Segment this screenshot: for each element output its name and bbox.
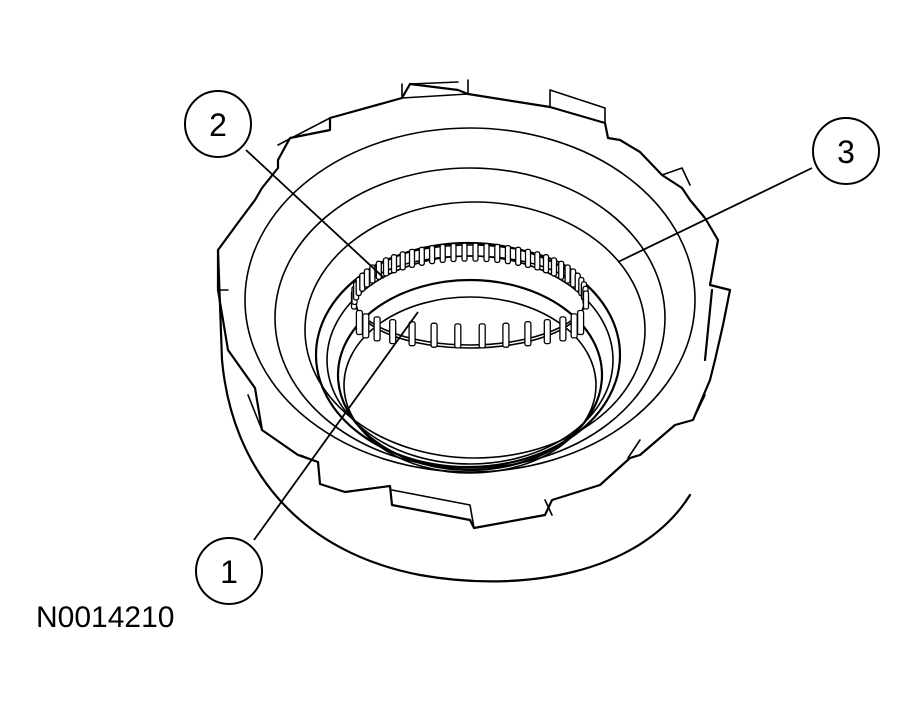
needle-roller — [543, 318, 551, 345]
needle-roller — [408, 321, 416, 347]
needle-roller — [418, 246, 425, 266]
needle-roller — [472, 242, 479, 262]
drum-castellated-rim — [216, 79, 732, 530]
needle-roller — [582, 290, 590, 310]
drum-outer-shell — [216, 248, 714, 583]
needle-roller — [363, 268, 371, 288]
needle-roller — [478, 323, 486, 349]
callout-2: 2 — [184, 90, 252, 158]
needle-roller — [454, 323, 462, 349]
leader-3 — [617, 167, 813, 263]
drum-inner-steps — [244, 127, 696, 473]
needle-roller — [428, 244, 436, 265]
needle-roller — [375, 260, 382, 280]
needle-roller — [504, 244, 512, 265]
needle-roller — [389, 318, 397, 345]
needle-roller — [355, 309, 364, 336]
needle-roller — [483, 242, 490, 263]
needle-roller — [362, 313, 370, 339]
needle-roller — [524, 321, 532, 347]
needle-roller — [390, 254, 398, 274]
needle-roller — [576, 309, 585, 336]
figure-id: N0014210 — [36, 601, 174, 634]
needle-roller — [399, 251, 406, 271]
needle-roller — [550, 257, 558, 277]
callout-1: 1 — [195, 537, 263, 605]
callout-3-label: 3 — [837, 134, 855, 170]
needle-bearing-ring — [350, 242, 590, 349]
center-hub — [314, 241, 622, 474]
callout-1-label: 1 — [220, 554, 238, 590]
needle-roller — [382, 257, 390, 277]
needle-roller — [542, 254, 550, 274]
needle-roller — [558, 260, 565, 280]
callout-2-label: 2 — [209, 107, 227, 143]
needle-roller — [524, 248, 532, 269]
needle-rollers — [350, 242, 590, 349]
callout-3: 3 — [812, 117, 880, 185]
needle-roller — [461, 242, 468, 262]
needle-roller — [534, 251, 541, 271]
needle-roller — [494, 243, 501, 264]
needle-roller — [430, 322, 438, 348]
leader-1 — [253, 311, 419, 541]
needle-roller — [408, 248, 416, 269]
needle-roller — [515, 246, 522, 266]
needle-roller — [564, 264, 571, 284]
leader-2 — [245, 149, 385, 279]
needle-roller — [570, 313, 578, 339]
needle-roller — [439, 243, 446, 264]
needle-roller — [559, 316, 567, 342]
needle-roller — [373, 316, 381, 342]
needle-roller — [450, 242, 457, 263]
needle-roller — [502, 322, 510, 348]
callout-leaders — [245, 149, 813, 541]
